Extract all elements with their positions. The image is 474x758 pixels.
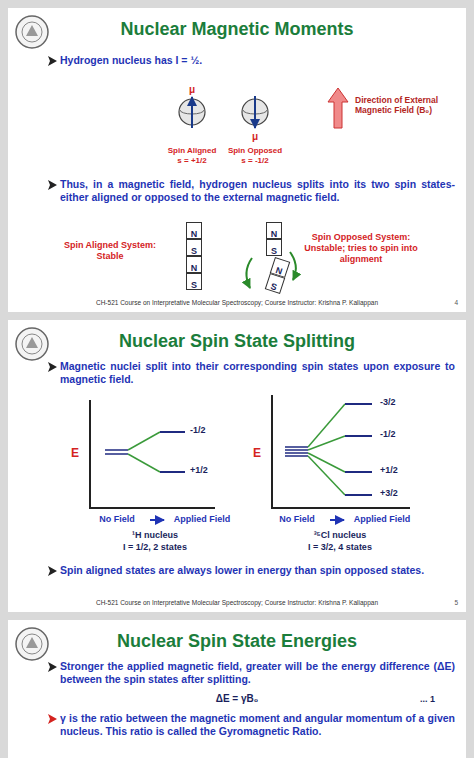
magnet-pole: S [266,239,282,256]
slide-footer: CH-521 Course on Interpretative Molecula… [68,598,406,607]
magnet-pole: S [186,239,202,256]
diagram-label: Spin Opposed [221,146,289,156]
slide-title: Nuclear Magnetic Moments [68,18,406,40]
institute-logo [16,328,48,360]
diagram-label: Spin Aligned System: Stable [52,240,168,262]
degenerate-level [285,449,308,451]
diagram-label: ³⁵Cl nucleus [280,530,400,541]
degenerate-level [285,452,308,454]
diagram-label: No Field [86,514,148,525]
diagram-label: E [68,446,82,460]
bullet-marker [48,662,57,672]
energy-axis [90,400,215,508]
diagram-label: s = +1/2 [158,156,226,166]
slide-ground [8,320,466,612]
slide-bullet: γ is the ratio between the magnetic mome… [60,712,455,738]
diagram-label: s = -1/2 [221,156,289,166]
diagram-label: +3/2 [380,488,414,499]
diagram-label: Applied Field [166,514,238,525]
rotation-arrow [290,252,296,280]
field-arrow [328,88,348,128]
split-line [308,436,345,450]
diagram-label: -1/2 [190,425,224,436]
diagram-label: +1/2 [190,465,224,476]
energy-level [160,431,185,433]
energy-level [345,471,372,473]
slide-bullet: Magnetic nuclei split into their corresp… [60,360,455,386]
slide-ground [8,8,466,312]
diagram-label: Spin Aligned [158,146,226,156]
diagram-label: -3/2 [380,397,414,408]
magnet-pole: S [264,273,284,294]
diagram-label: I = 1/2, 2 states [90,542,220,553]
energy-level [345,435,372,437]
slide-bullet: Thus, in a magnetic field, hydrogen nucl… [60,178,455,204]
energy-level [345,494,372,496]
degenerate-level [105,449,128,451]
diagram-label: -1/2 [380,429,414,440]
degenerate-level [285,446,308,448]
bullet-marker [48,714,57,724]
pole-letter: S [264,278,282,297]
slide-footer: CH-521 Course on Interpretative Molecula… [68,298,406,307]
slide-panel: Nuclear Magnetic MomentsHydrogen nucleus… [8,8,466,312]
slide-bullet: Spin aligned states are always lower in … [60,564,455,577]
diagram-label: No Field [266,514,328,525]
diagram-label: +1/2 [380,465,414,476]
diagram-label: E [250,446,264,460]
diagram-label: μ [247,131,263,143]
field-change-arrow [150,519,164,521]
bullet-marker [48,566,57,576]
degenerate-level [105,453,128,455]
diagram-label: Applied Field [346,514,418,525]
magnet-pole: N [186,256,202,273]
diagram-label: Spin Opposed System: Unstable; tries to … [295,232,427,264]
slide-ground [8,620,466,758]
diagram-label: ΔE = γB₀ [165,693,309,705]
diagram-label: ... 1 [420,694,454,705]
slide-title: Nuclear Spin State Energies [68,630,406,652]
moment-arrow [254,96,256,128]
slide-bullet: Hydrogen nucleus has I = ½. [60,54,455,67]
degenerate-level [285,455,308,457]
diagram-label: Direction of External Magnetic Field (B₀… [355,95,455,115]
pole-letter: S [187,278,201,293]
diagram-label: μ [184,84,200,96]
moment-arrow [191,97,193,128]
split-line [128,432,160,450]
diagram-label: ¹H nucleus [95,530,215,541]
diagram-label: I = 3/2, 4 states [275,542,405,553]
slide-panel: Nuclear Spin State EnergiesStronger the … [8,620,466,758]
split-line [128,454,160,472]
field-change-arrow [330,519,344,521]
slide-page: 5 [436,598,458,607]
slide-page: 4 [436,298,458,307]
bullet-marker [48,56,57,66]
split-line [308,404,345,447]
rotation-arrow [246,258,252,288]
institute-logo [16,628,48,660]
bullet-marker [48,362,57,372]
bullet-marker [48,180,57,190]
magnet-pole: N [266,222,282,239]
slide-bullet: Stronger the applied magnetic field, gre… [60,660,455,686]
energy-level [160,471,185,473]
split-line [308,456,345,495]
magnet-pole: S [186,273,202,290]
institute-logo [16,16,48,48]
energy-level [345,403,372,405]
magnet-pole: N [186,222,202,239]
slide-title: Nuclear Spin State Splitting [68,330,406,352]
